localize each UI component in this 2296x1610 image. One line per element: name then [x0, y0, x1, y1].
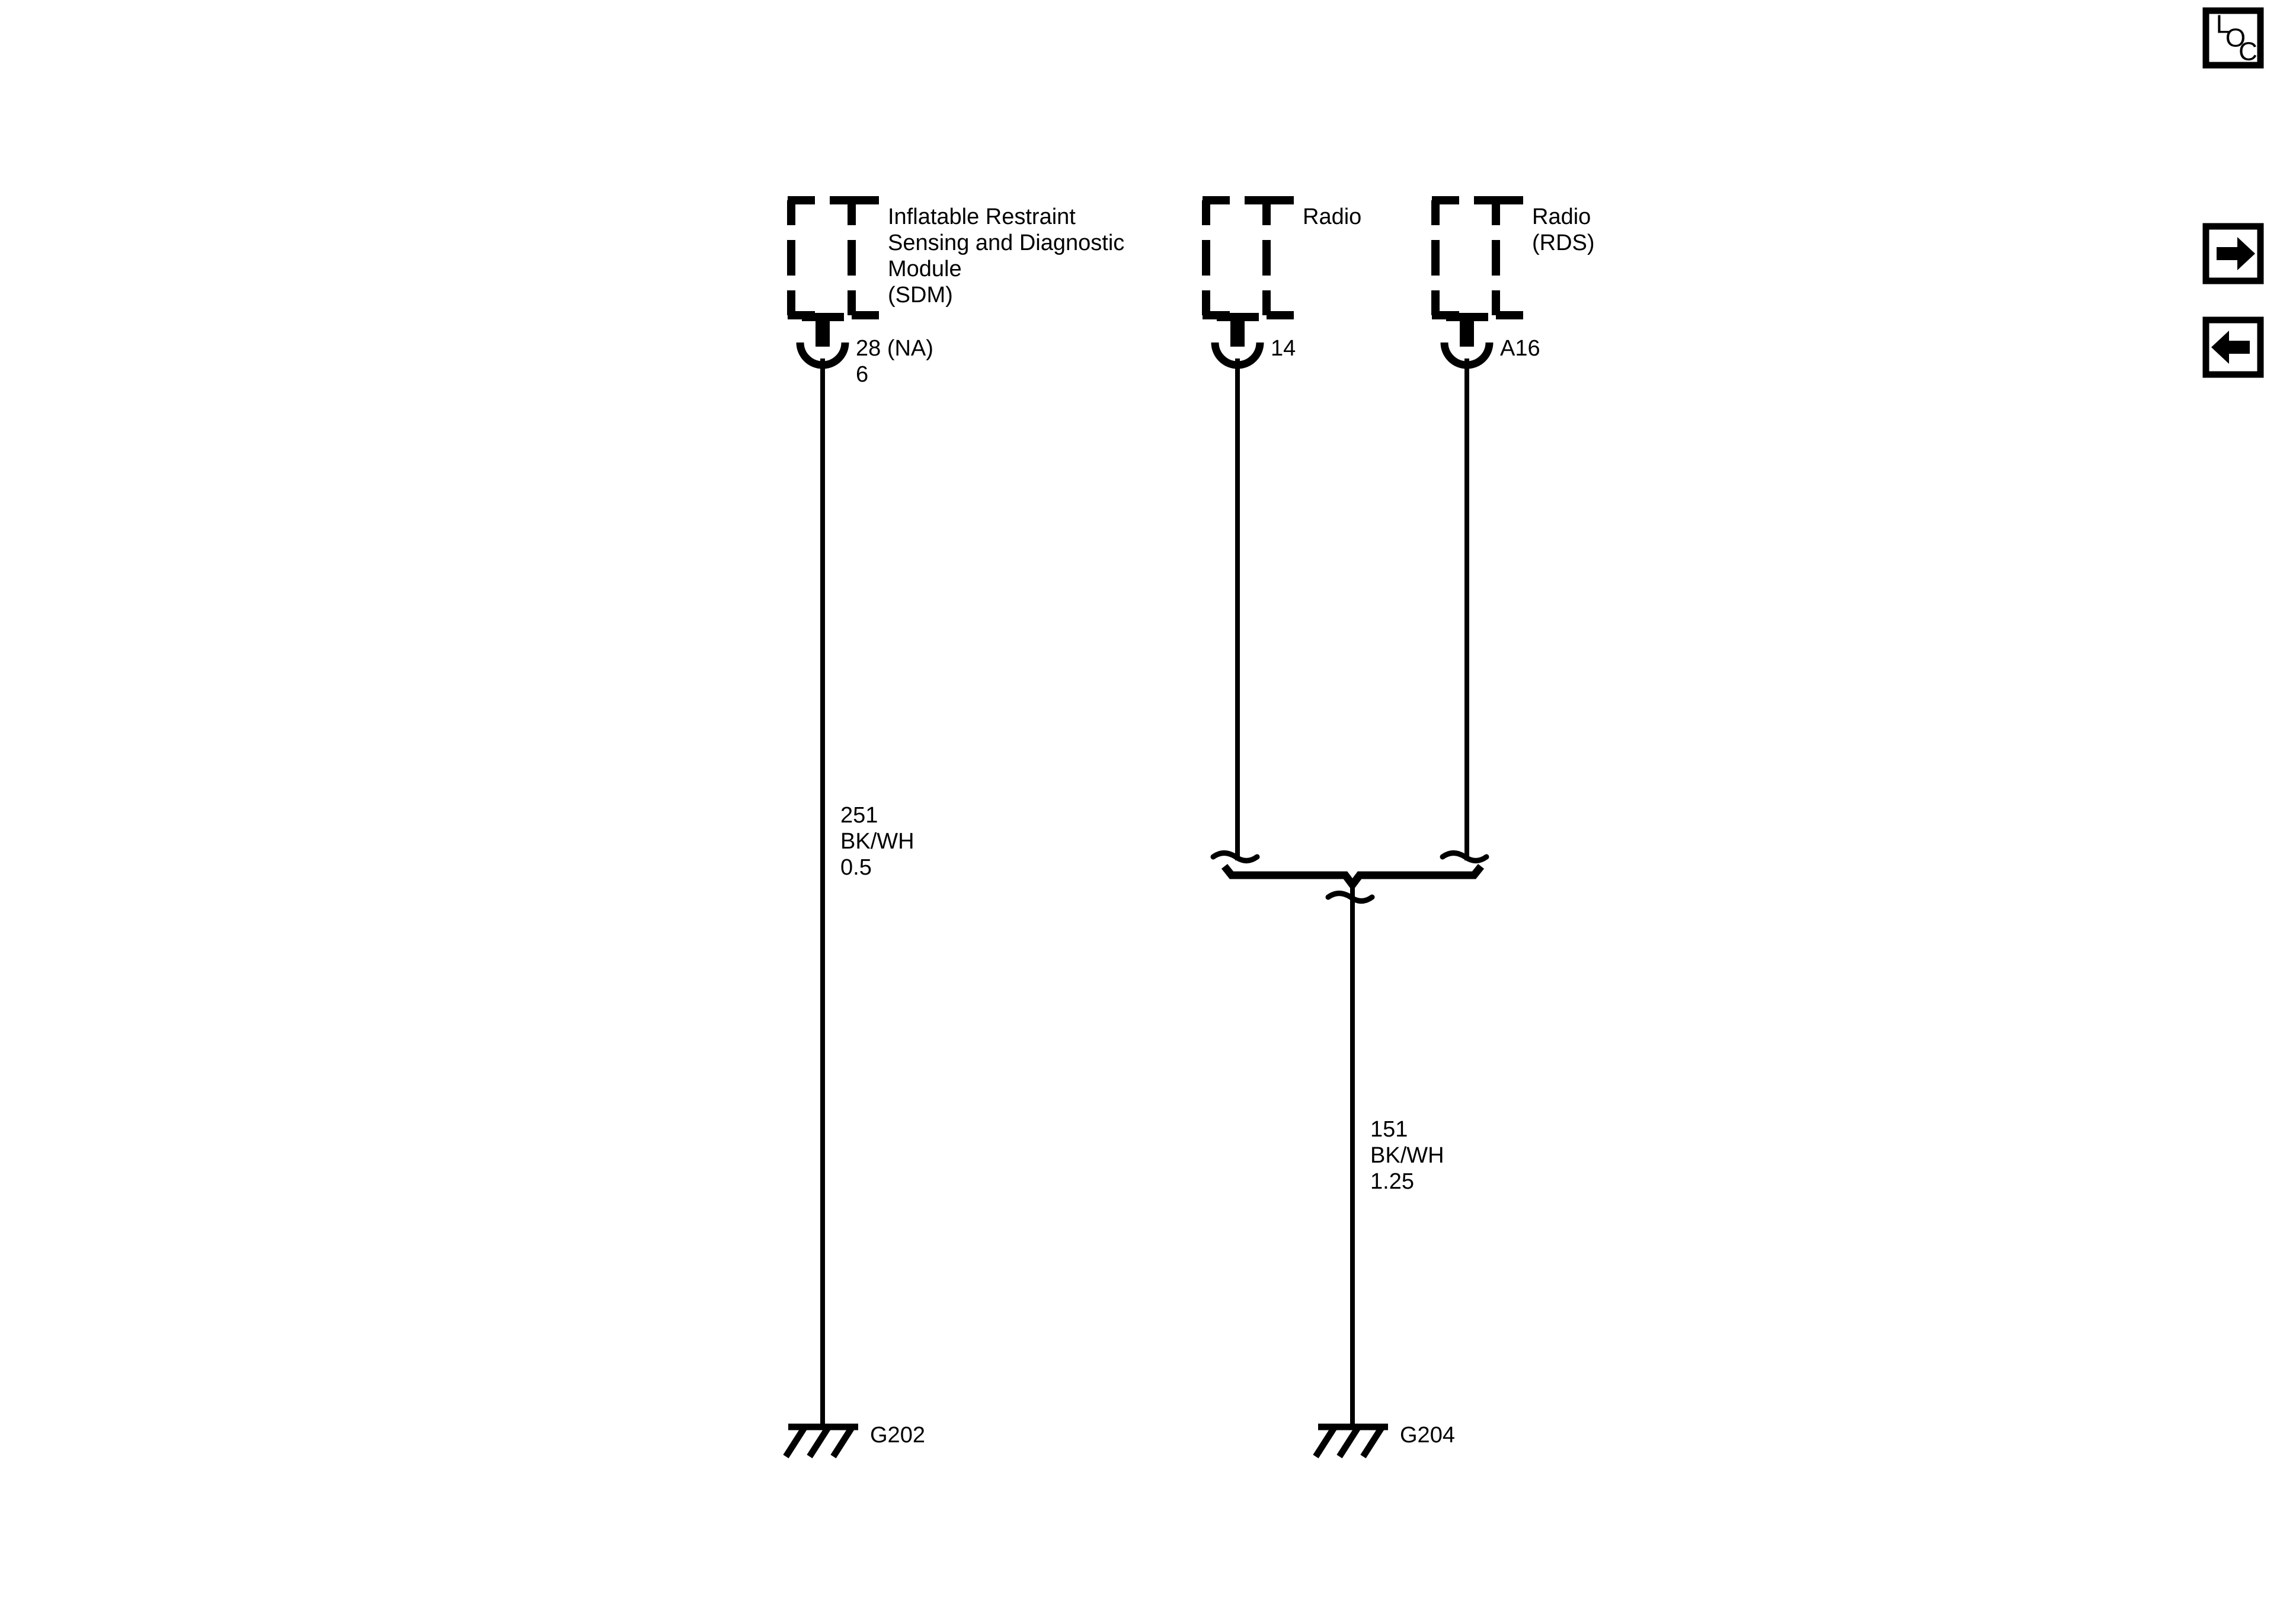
module-radio-connector-tab: [1217, 313, 1259, 347]
module-radio-rds-connector-tab: [1446, 313, 1488, 347]
module-radio-outline: [1202, 196, 1294, 319]
module-sdm-pin-line-0: 28 (NA): [856, 336, 933, 361]
module-sdm-pin-line-1: 6: [856, 362, 868, 387]
wire-151-number: 151: [1370, 1117, 1408, 1142]
wire-break-radio-rds-icon: [1440, 850, 1489, 863]
forward-button[interactable]: [2202, 223, 2264, 284]
module-sdm-label-line-1: Sensing and Diagnostic: [888, 231, 1124, 255]
ground-g202[interactable]: G202: [783, 1423, 925, 1458]
module-radio-pin-line-0: 14: [1271, 336, 1296, 361]
ground-g202-symbol: [783, 1423, 858, 1458]
module-sdm-label-line-0: Inflatable Restraint: [888, 204, 1076, 229]
wire-251-color: BK/WH: [840, 829, 914, 854]
module-radio-rds-label-line-0: Radio: [1532, 204, 1591, 229]
arrow-left-icon: [2211, 331, 2250, 364]
wire-151-color: BK/WH: [1370, 1143, 1444, 1168]
ground-g204[interactable]: G204: [1313, 1423, 1455, 1458]
locator-button[interactable]: L O C: [2202, 7, 2264, 69]
wire-151-gauge: 1.25: [1370, 1169, 1414, 1194]
locator-letter-o: O: [2225, 24, 2246, 53]
module-sdm-label-line-2: Module: [888, 257, 962, 281]
wire-251-gauge: 0.5: [840, 855, 872, 880]
locator-letter-c: C: [2239, 37, 2257, 66]
module-radio-rds-label-line-1: (RDS): [1532, 231, 1595, 255]
wire-251-number: 251: [840, 803, 878, 828]
back-button[interactable]: [2202, 316, 2264, 378]
module-sdm-label-line-3: (SDM): [888, 283, 953, 308]
ground-g204-symbol: [1313, 1423, 1388, 1458]
ground-g202-label: G202: [870, 1423, 925, 1448]
locator-letter-l: L: [2216, 10, 2230, 39]
module-radio-rds[interactable]: Radio (RDS) A16: [1431, 196, 1595, 369]
arrow-right-icon: [2217, 237, 2255, 270]
module-sdm-connector-tab: [802, 313, 844, 347]
module-radio-rds-outline: [1431, 196, 1523, 319]
module-sdm[interactable]: Inflatable Restraint Sensing and Diagnos…: [787, 196, 1124, 387]
wire-break-radio-icon: [1210, 850, 1260, 863]
ground-g204-label: G204: [1400, 1423, 1455, 1448]
module-radio-rds-pin-line-0: A16: [1500, 336, 1540, 361]
module-radio[interactable]: Radio 14: [1202, 196, 1361, 369]
module-sdm-outline: [787, 196, 879, 319]
module-radio-label-line-0: Radio: [1303, 204, 1361, 229]
locator-button-frame: [2202, 7, 2264, 69]
